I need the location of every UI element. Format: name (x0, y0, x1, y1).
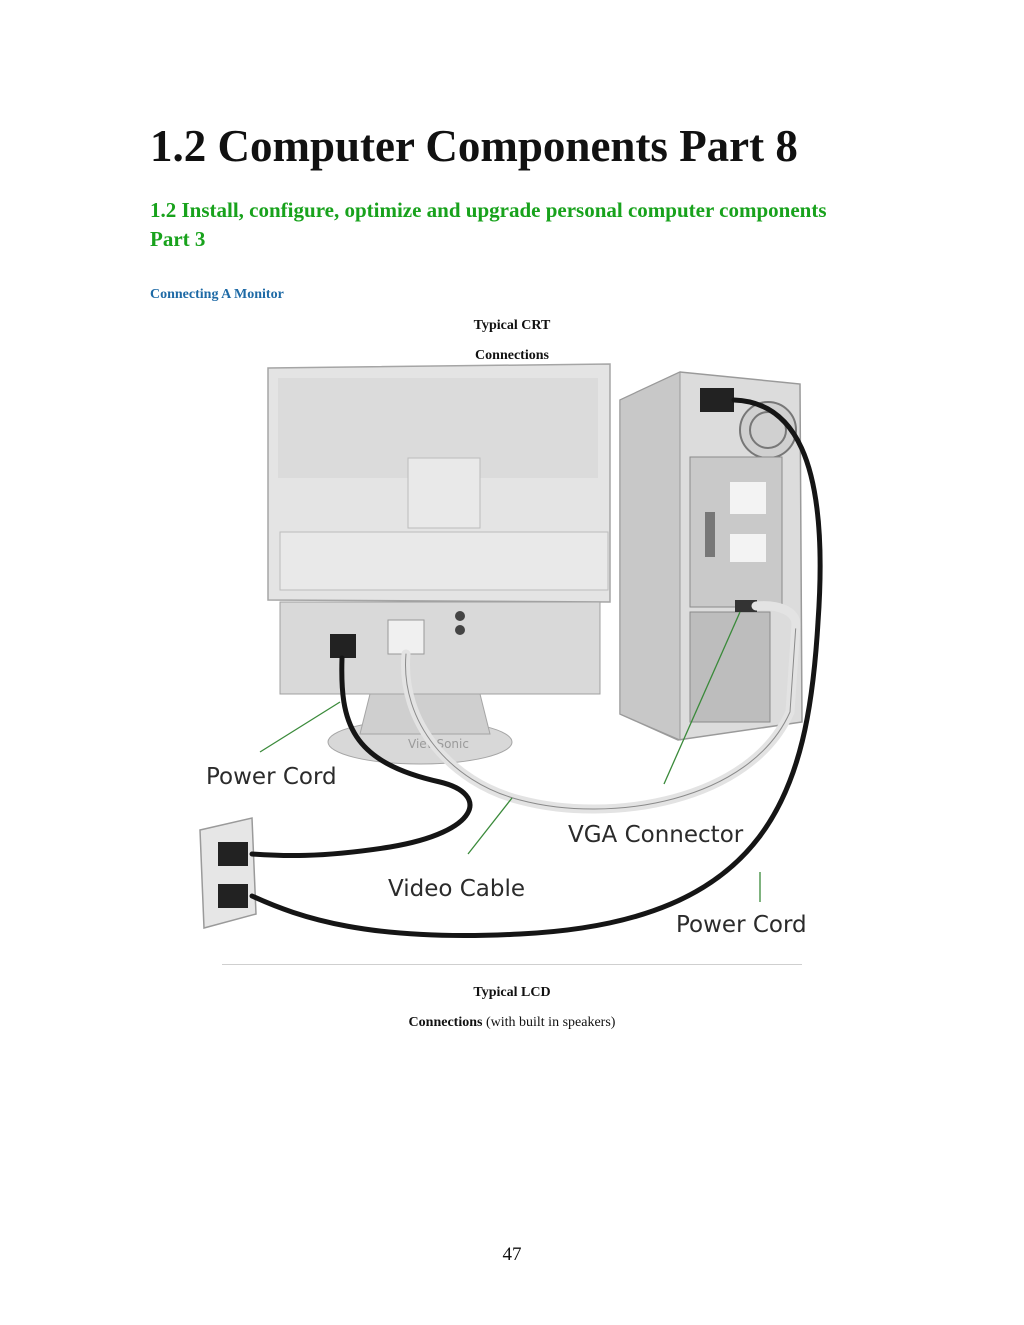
monitor-power-cable (249, 655, 473, 859)
figure1-caption-line2: Connections (475, 348, 549, 363)
crt-connections-figure: ViewSonic Power Cord VGA Connector Video… (199, 363, 823, 939)
vga-cable-end (751, 601, 801, 629)
section-heading: Connecting A Monitor (150, 287, 284, 302)
page-number: 47 (502, 1244, 522, 1265)
label-video-cable: Video Cable (388, 876, 525, 902)
divider-rule (222, 964, 802, 965)
leader-lines (259, 611, 761, 902)
figure2-caption-line1: Typical LCD (473, 985, 551, 1000)
crt-monitor: ViewSonic (267, 363, 611, 765)
cables (249, 397, 823, 939)
label-vga-connector: VGA Connector (568, 822, 744, 848)
figure2-caption-line2: Connections (with built in speakers) (408, 1015, 616, 1030)
pc-power-cable (249, 397, 823, 939)
label-power-cord-right: Power Cord (676, 912, 807, 938)
page-title: 1.2 Computer Components Part 8 (150, 121, 798, 171)
wall-outlet (199, 817, 257, 929)
pc-tower (619, 371, 803, 741)
figure1-caption-line1: Typical CRT (473, 318, 551, 333)
video-cable-outline (405, 623, 797, 810)
section-subtitle: 1.2 Install, configure, optimize and upg… (150, 198, 827, 251)
label-power-cord-left: Power Cord (206, 764, 337, 790)
